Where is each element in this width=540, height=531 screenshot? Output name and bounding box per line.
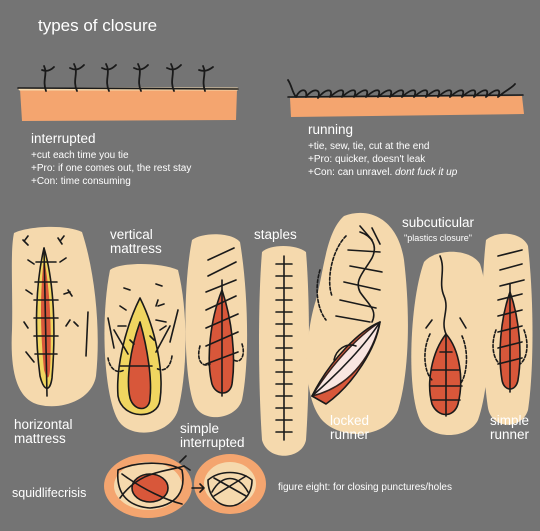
page-title: types of closure <box>38 16 158 35</box>
label-vertical-mattress: vertical mattress <box>110 228 162 256</box>
signature: squidlifecrisis <box>12 486 87 500</box>
label-line: simple <box>490 413 530 428</box>
label-line: vertical <box>110 227 153 242</box>
running-suture <box>287 79 516 99</box>
interrupted-notes: +cut each time you tie +Pro: if one come… <box>31 149 191 188</box>
interrupted-heading: interrupted <box>31 131 96 146</box>
vertical-mattress-drawing <box>104 264 186 433</box>
simple-interrupted-drawing <box>185 234 248 418</box>
running-note: +tie, sew, tie, cut at the end <box>308 141 430 152</box>
label-simple-interrupted: simple interrupted <box>180 422 245 450</box>
interrupted-note: +cut each time you tie <box>31 150 129 161</box>
simple-runner-drawing <box>482 233 533 425</box>
label-line: horizontal <box>14 417 73 432</box>
interrupted-note: +Pro: if one comes out, the rest stay <box>31 163 192 174</box>
interrupted-sutures <box>41 63 214 92</box>
locked-runner-drawing <box>307 212 408 434</box>
label-line: mattress <box>14 431 66 446</box>
running-heading: running <box>308 122 354 137</box>
running-note: +Pro: quicker, doesn't leak <box>308 154 426 165</box>
label-figure-eight: figure eight: for closing punctures/hole… <box>278 482 452 493</box>
label-simple-runner: simple runner <box>490 414 529 442</box>
interrupted-skin-block <box>17 87 239 121</box>
staples-drawing <box>259 246 309 456</box>
running-notes: +tie, sew, tie, cut at the end +Pro: qui… <box>308 140 457 179</box>
subcuticular-drawing <box>411 251 489 435</box>
label-line: mattress <box>110 241 162 256</box>
running-con-text: +Con: can unravel. <box>308 167 395 178</box>
interrupted-note: +Con: time consuming <box>31 176 131 187</box>
label-line: runner <box>330 427 370 442</box>
label-plastics-closure: "plastics closure" <box>404 233 472 243</box>
label-line: runner <box>490 427 530 442</box>
label-horizontal-mattress: horizontal mattress <box>14 418 73 446</box>
label-line: simple <box>180 421 220 436</box>
label-subcuticular: subcuticular <box>402 215 475 230</box>
running-note: +Con: can unravel. dont fuck it up <box>308 166 457 179</box>
figure-eight-drawing <box>104 454 266 518</box>
running-skin-block <box>287 94 524 117</box>
label-locked-runner: locked runner <box>330 414 369 442</box>
running-con-italic: dont fuck it up <box>395 167 458 178</box>
label-staples: staples <box>254 227 297 242</box>
label-line: interrupted <box>180 435 245 450</box>
horizontal-mattress-drawing <box>11 226 98 407</box>
label-line: locked <box>330 413 370 428</box>
